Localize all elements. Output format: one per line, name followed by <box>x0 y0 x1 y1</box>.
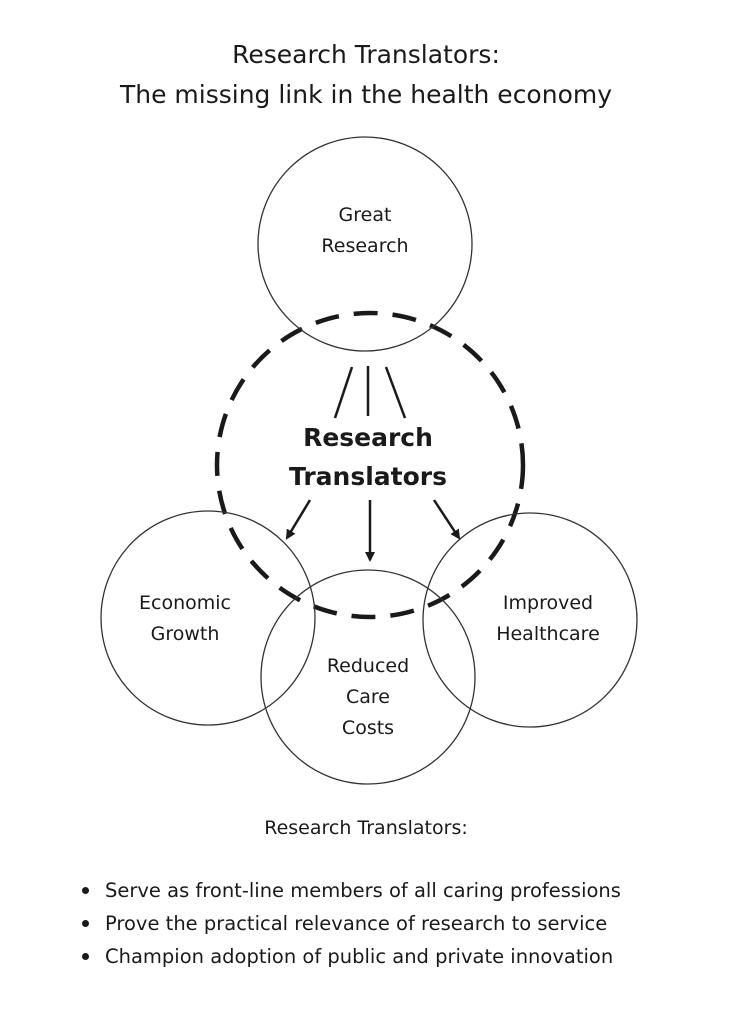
title-line-1: Research Translators: <box>232 40 500 69</box>
title-line-2: The missing link in the health economy <box>119 80 613 109</box>
connector-line-right <box>384 366 407 419</box>
list-item: Champion adoption of public and private … <box>80 940 621 973</box>
connector-line-left <box>333 366 354 419</box>
summary-heading: Research Translators: <box>264 817 468 839</box>
list-item: Serve as front-line members of all carin… <box>80 874 621 907</box>
reduced-care-costs-label: Reduced Care Costs <box>326 655 410 739</box>
arrow-to-economic-growth <box>285 499 312 540</box>
list-item-text: Serve as front-line members of all carin… <box>105 879 621 902</box>
reduced-care-costs-circle <box>260 569 476 785</box>
research-translators-label: Research Translators <box>289 423 447 491</box>
great-research-label: Great Research <box>321 204 409 257</box>
arrow-to-improved-healthcare <box>432 499 461 540</box>
list-item-text: Champion adoption of public and private … <box>105 945 614 968</box>
improved-healthcare-label: Improved Healthcare <box>496 592 600 645</box>
economic-growth-label: Economic Growth <box>139 592 231 645</box>
improved-healthcare-circle <box>422 512 638 728</box>
summary-list: Serve as front-line members of all carin… <box>80 874 621 973</box>
list-item-text: Prove the practical relevance of researc… <box>105 912 608 935</box>
great-research-circle <box>257 136 473 352</box>
economic-growth-circle <box>100 510 316 726</box>
research-translators-dashed-circle <box>214 310 526 620</box>
bullet-icon <box>82 953 89 960</box>
venn-diagram <box>100 136 638 785</box>
list-item: Prove the practical relevance of researc… <box>80 907 621 940</box>
bullet-icon <box>82 920 89 927</box>
bullet-icon <box>82 887 89 894</box>
